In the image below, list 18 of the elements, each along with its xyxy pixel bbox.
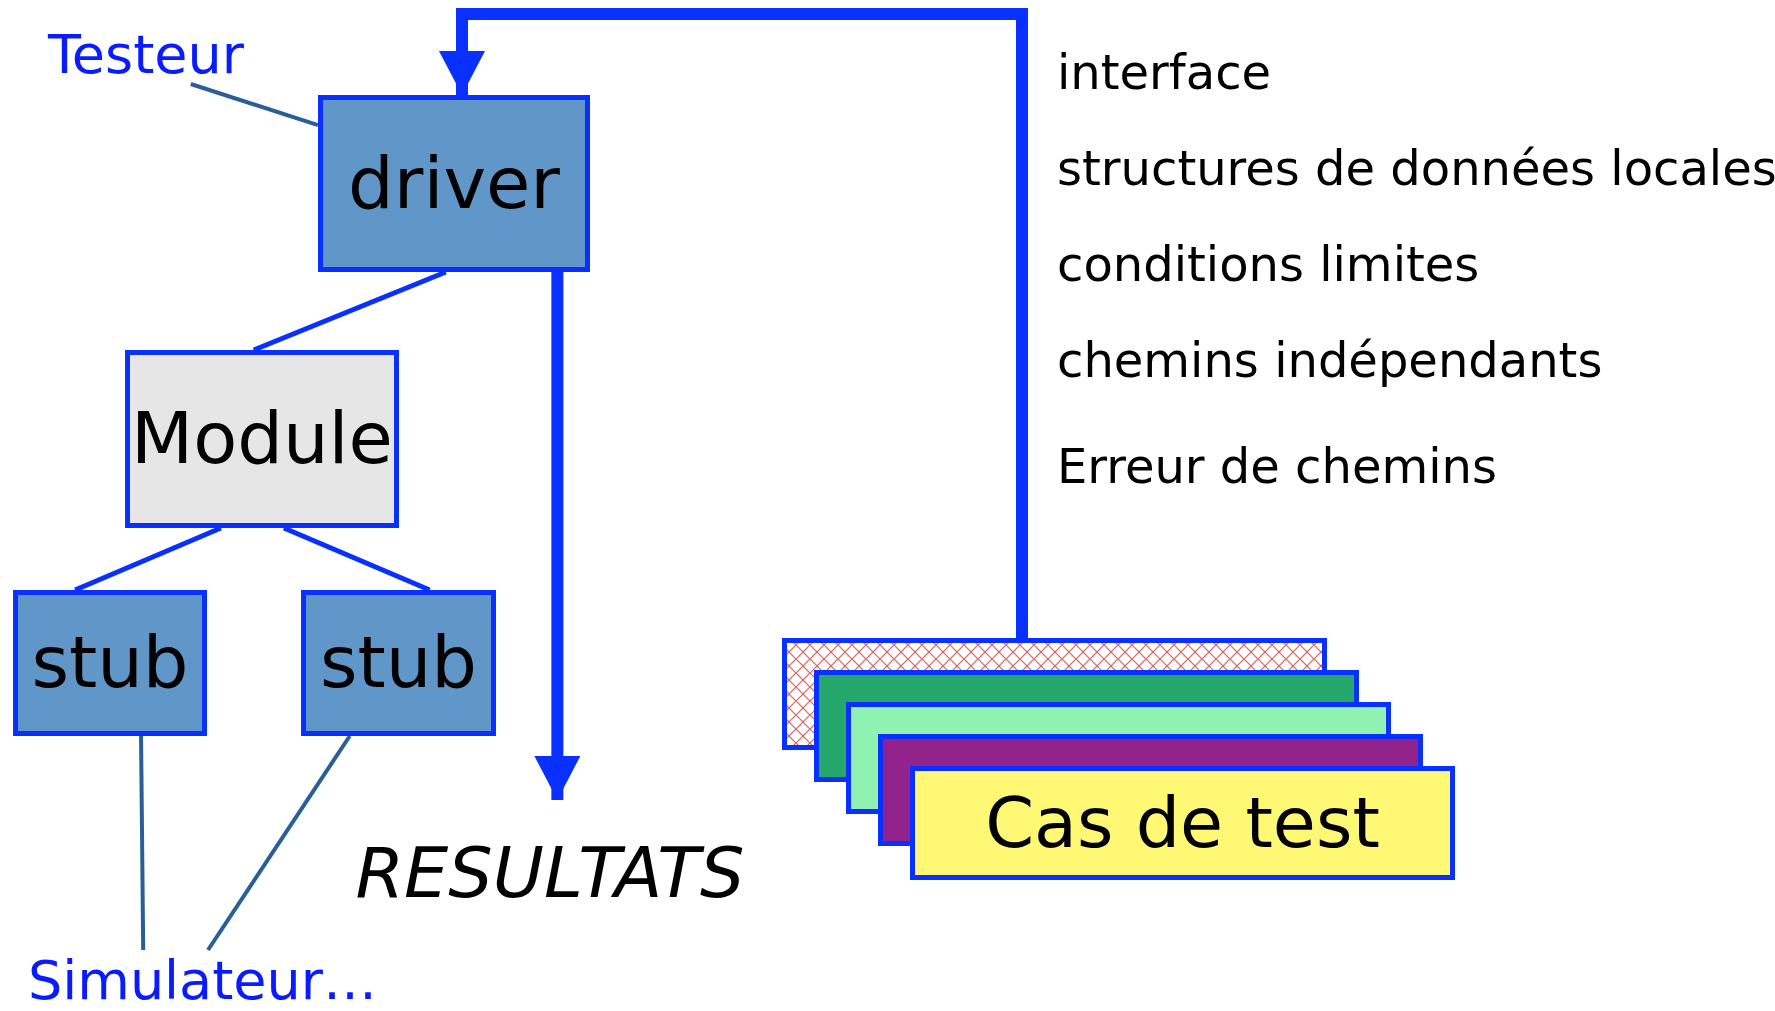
annotation-text: Testeur	[48, 24, 244, 84]
arrow	[439, 8, 1028, 638]
note-text: structures de données locales	[1057, 142, 1775, 195]
module-box: stub	[13, 590, 207, 736]
module-box: driver	[318, 95, 590, 272]
leader-line	[139, 735, 146, 951]
card-title: Cas de test	[985, 784, 1380, 862]
note-text: conditions limites	[1057, 238, 1480, 291]
annotation-text: Simulateur…	[28, 950, 378, 1010]
leader-line	[206, 734, 352, 952]
module-box: stub	[301, 590, 496, 736]
leader-line	[190, 82, 319, 127]
note-text: chemins indépendants	[1057, 334, 1603, 387]
module-box: Module	[125, 350, 399, 528]
result-text: RESULTATS	[355, 838, 745, 908]
arrow	[534, 272, 581, 800]
note-text: interface	[1057, 46, 1272, 99]
note-text: Erreur de chemins	[1057, 440, 1497, 493]
